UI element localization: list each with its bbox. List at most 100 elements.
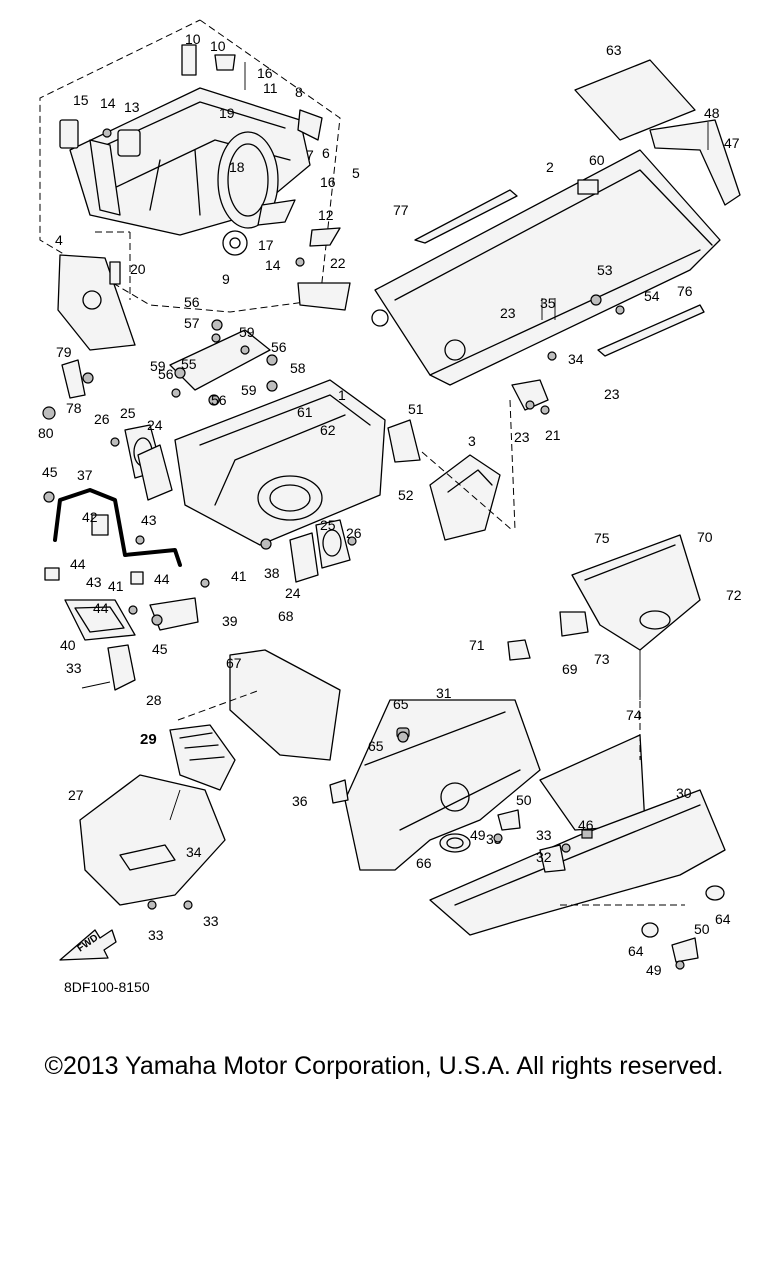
callout-label: 7 xyxy=(306,147,314,163)
callout-label: 53 xyxy=(597,262,613,278)
callout-label: 47 xyxy=(724,135,740,151)
callout-label: 44 xyxy=(154,571,170,587)
callout-label: 43 xyxy=(86,574,102,590)
callout-label: 58 xyxy=(290,360,306,376)
callout-label: 13 xyxy=(124,99,140,115)
callout-label: 10 xyxy=(185,31,201,47)
plate-group xyxy=(507,534,701,700)
callout-label: 60 xyxy=(589,152,605,168)
copyright-notice: ©2013 Yamaha Motor Corporation, U.S.A. A… xyxy=(44,1052,724,1080)
callout-label: 67 xyxy=(226,655,242,671)
callout-label: 46 xyxy=(578,817,594,833)
fwd-arrow-icon: FWD xyxy=(59,929,117,961)
callout-label: 59 xyxy=(150,358,166,374)
callout-label: 50 xyxy=(516,792,532,808)
callout-label: 62 xyxy=(320,422,336,438)
callout-label: 70 xyxy=(697,529,713,545)
callout-label: 11 xyxy=(263,80,278,96)
callout-label: 6 xyxy=(322,145,330,161)
callout-label: 45 xyxy=(152,641,168,657)
callout-label: 65 xyxy=(393,696,409,712)
callout-label: 18 xyxy=(229,159,245,175)
callout-label: 51 xyxy=(408,401,424,417)
callout-label: 33 xyxy=(203,913,219,929)
callout-label: 64 xyxy=(715,911,731,927)
callout-label: 79 xyxy=(56,344,72,360)
callout-label: 68 xyxy=(278,608,294,624)
callout-label: 1 xyxy=(338,387,346,403)
callout-label: 31 xyxy=(436,685,452,701)
fasteners xyxy=(42,128,685,970)
callout-label: 23 xyxy=(500,305,516,321)
callout-label: 16 xyxy=(320,174,336,190)
bumper-group xyxy=(43,488,210,691)
callout-label: 45 xyxy=(42,464,58,480)
callout-label: 56 xyxy=(184,294,200,310)
callout-label: 2 xyxy=(546,159,554,175)
callout-label: 21 xyxy=(545,427,561,443)
callout-label: 66 xyxy=(416,855,432,871)
center-frame-group xyxy=(124,319,386,583)
callout-label: 29 xyxy=(140,731,157,748)
callout-label: 35 xyxy=(540,295,556,311)
callout-label: 41 xyxy=(108,578,124,594)
diagram-code: 8DF100-8150 xyxy=(64,979,150,995)
callout-label: 5 xyxy=(352,165,360,181)
callout-label: 75 xyxy=(594,530,610,546)
callout-label: 59 xyxy=(239,324,255,340)
callout-label: 4 xyxy=(55,232,63,248)
callout-label: 52 xyxy=(398,487,414,503)
callout-label: 54 xyxy=(644,288,660,304)
callout-label: 61 xyxy=(297,404,313,420)
callout-label: 10 xyxy=(210,38,226,54)
callout-label: 72 xyxy=(726,587,742,603)
callout-label: 33 xyxy=(66,660,82,676)
callout-label: 15 xyxy=(73,92,89,108)
callout-label: 41 xyxy=(231,568,247,584)
callout-label: 23 xyxy=(604,386,620,402)
callout-label: 76 xyxy=(677,283,693,299)
callout-label: 39 xyxy=(222,613,238,629)
callout-label: 43 xyxy=(141,512,157,528)
callout-label: 24 xyxy=(147,417,163,433)
shroud-group xyxy=(329,690,726,963)
callout-label: 16 xyxy=(257,65,273,81)
callout-label: 25 xyxy=(320,517,336,533)
callout-label: 77 xyxy=(393,202,409,218)
callout-label: 50 xyxy=(694,921,710,937)
callout-label: 37 xyxy=(77,467,93,483)
callout-label: 80 xyxy=(38,425,54,441)
callout-label: 26 xyxy=(94,411,110,427)
callout-label: 42 xyxy=(82,509,98,525)
callout-labels: 1 2 3 4 5 6 7 8 9 10 10 11 12 13 14 14 1… xyxy=(38,31,742,978)
callout-label: 40 xyxy=(60,637,76,653)
exploded-frame-drawing: FWD 1 2 3 4 5 6 7 8 9 10 10 11 12 13 14 … xyxy=(38,19,742,978)
callout-label: 34 xyxy=(186,844,202,860)
callout-label: 20 xyxy=(130,261,146,277)
callout-label: 56 xyxy=(158,366,174,382)
bracket-group xyxy=(387,419,513,541)
nose-group xyxy=(79,649,341,910)
callout-label: 34 xyxy=(568,351,584,367)
callout-label: 44 xyxy=(93,600,109,616)
callout-label: 74 xyxy=(626,707,642,723)
callout-label: 23 xyxy=(514,429,530,445)
callout-label: 28 xyxy=(146,692,162,708)
callout-label: 27 xyxy=(68,787,84,803)
callout-label: 71 xyxy=(469,637,485,653)
callout-label: 25 xyxy=(120,405,136,421)
callout-label: 36 xyxy=(292,793,308,809)
callout-label: 33 xyxy=(148,927,164,943)
callout-label: 32 xyxy=(536,849,552,865)
callout-label: 49 xyxy=(470,827,486,843)
callout-label: 49 xyxy=(646,962,662,978)
callout-label: 30 xyxy=(676,785,692,801)
callout-label: 44 xyxy=(70,556,86,572)
callout-label: 14 xyxy=(100,95,116,111)
callout-label: 65 xyxy=(368,738,384,754)
callout-label: 22 xyxy=(330,255,346,271)
callout-label: 14 xyxy=(265,257,281,273)
callout-label: 3 xyxy=(468,433,476,449)
callout-label: 56 xyxy=(271,339,287,355)
